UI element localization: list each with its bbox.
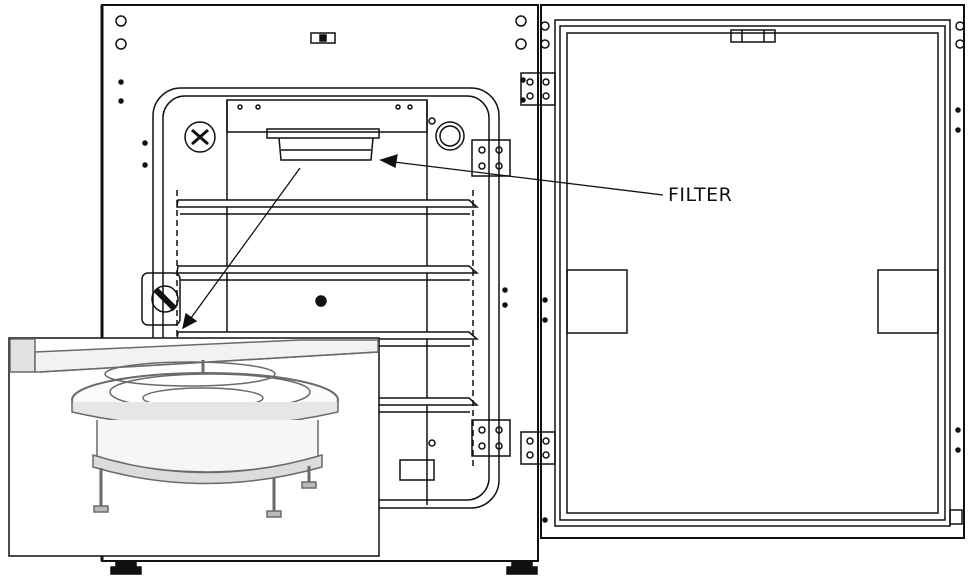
filter-arrow-line xyxy=(393,161,664,196)
filter-detail-inset xyxy=(8,337,380,557)
cabinet-feet xyxy=(110,560,538,575)
cabinet-hinges xyxy=(471,139,511,457)
filter-arrowhead xyxy=(379,154,398,168)
callout-arrows xyxy=(182,154,664,330)
open-door xyxy=(520,4,965,539)
zoom-arrow-line xyxy=(190,167,301,319)
zoom-arrowhead xyxy=(182,312,198,330)
filter-label: FILTER xyxy=(668,184,733,206)
